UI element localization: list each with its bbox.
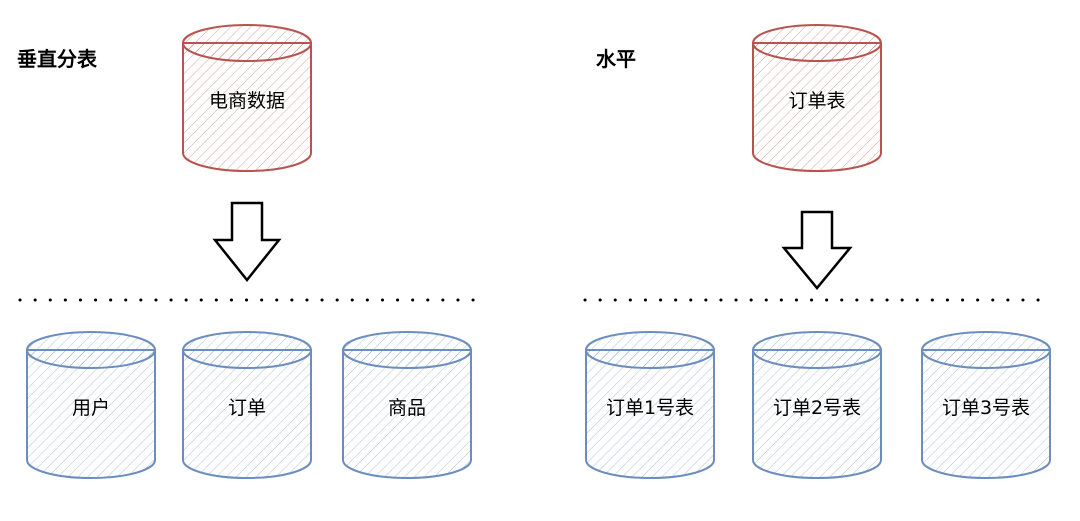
vertical-target-db-2: 订单 xyxy=(182,331,312,479)
horizontal-target-label-2: 订单2号表 xyxy=(773,397,861,419)
horizontal-source-db: 订单表 xyxy=(752,24,882,172)
vertical-arrow xyxy=(212,201,282,283)
horizontal-target-db-2: 订单2号表 xyxy=(752,331,882,479)
horizontal-title: 水平 xyxy=(596,47,636,71)
horizontal-target-db-3: 订单3号表 xyxy=(921,331,1051,479)
horizontal-arrow xyxy=(781,210,853,290)
horizontal-source-label: 订单表 xyxy=(788,90,845,112)
vertical-target-label-3: 商品 xyxy=(388,397,426,419)
vertical-source-label: 电商数据 xyxy=(209,90,285,112)
vertical-title: 垂直分表 xyxy=(17,47,98,71)
horizontal-target-label-1: 订单1号表 xyxy=(606,397,694,419)
vertical-source-db: 电商数据 xyxy=(182,24,312,172)
vertical-target-db-1: 用户 xyxy=(26,331,156,479)
horizontal-target-label-3: 订单3号表 xyxy=(942,397,1030,419)
vertical-target-db-3: 商品 xyxy=(342,331,472,479)
vertical-target-label-1: 用户 xyxy=(72,397,110,419)
vertical-target-label-2: 订单 xyxy=(228,397,266,419)
horizontal-target-db-1: 订单1号表 xyxy=(585,331,715,479)
